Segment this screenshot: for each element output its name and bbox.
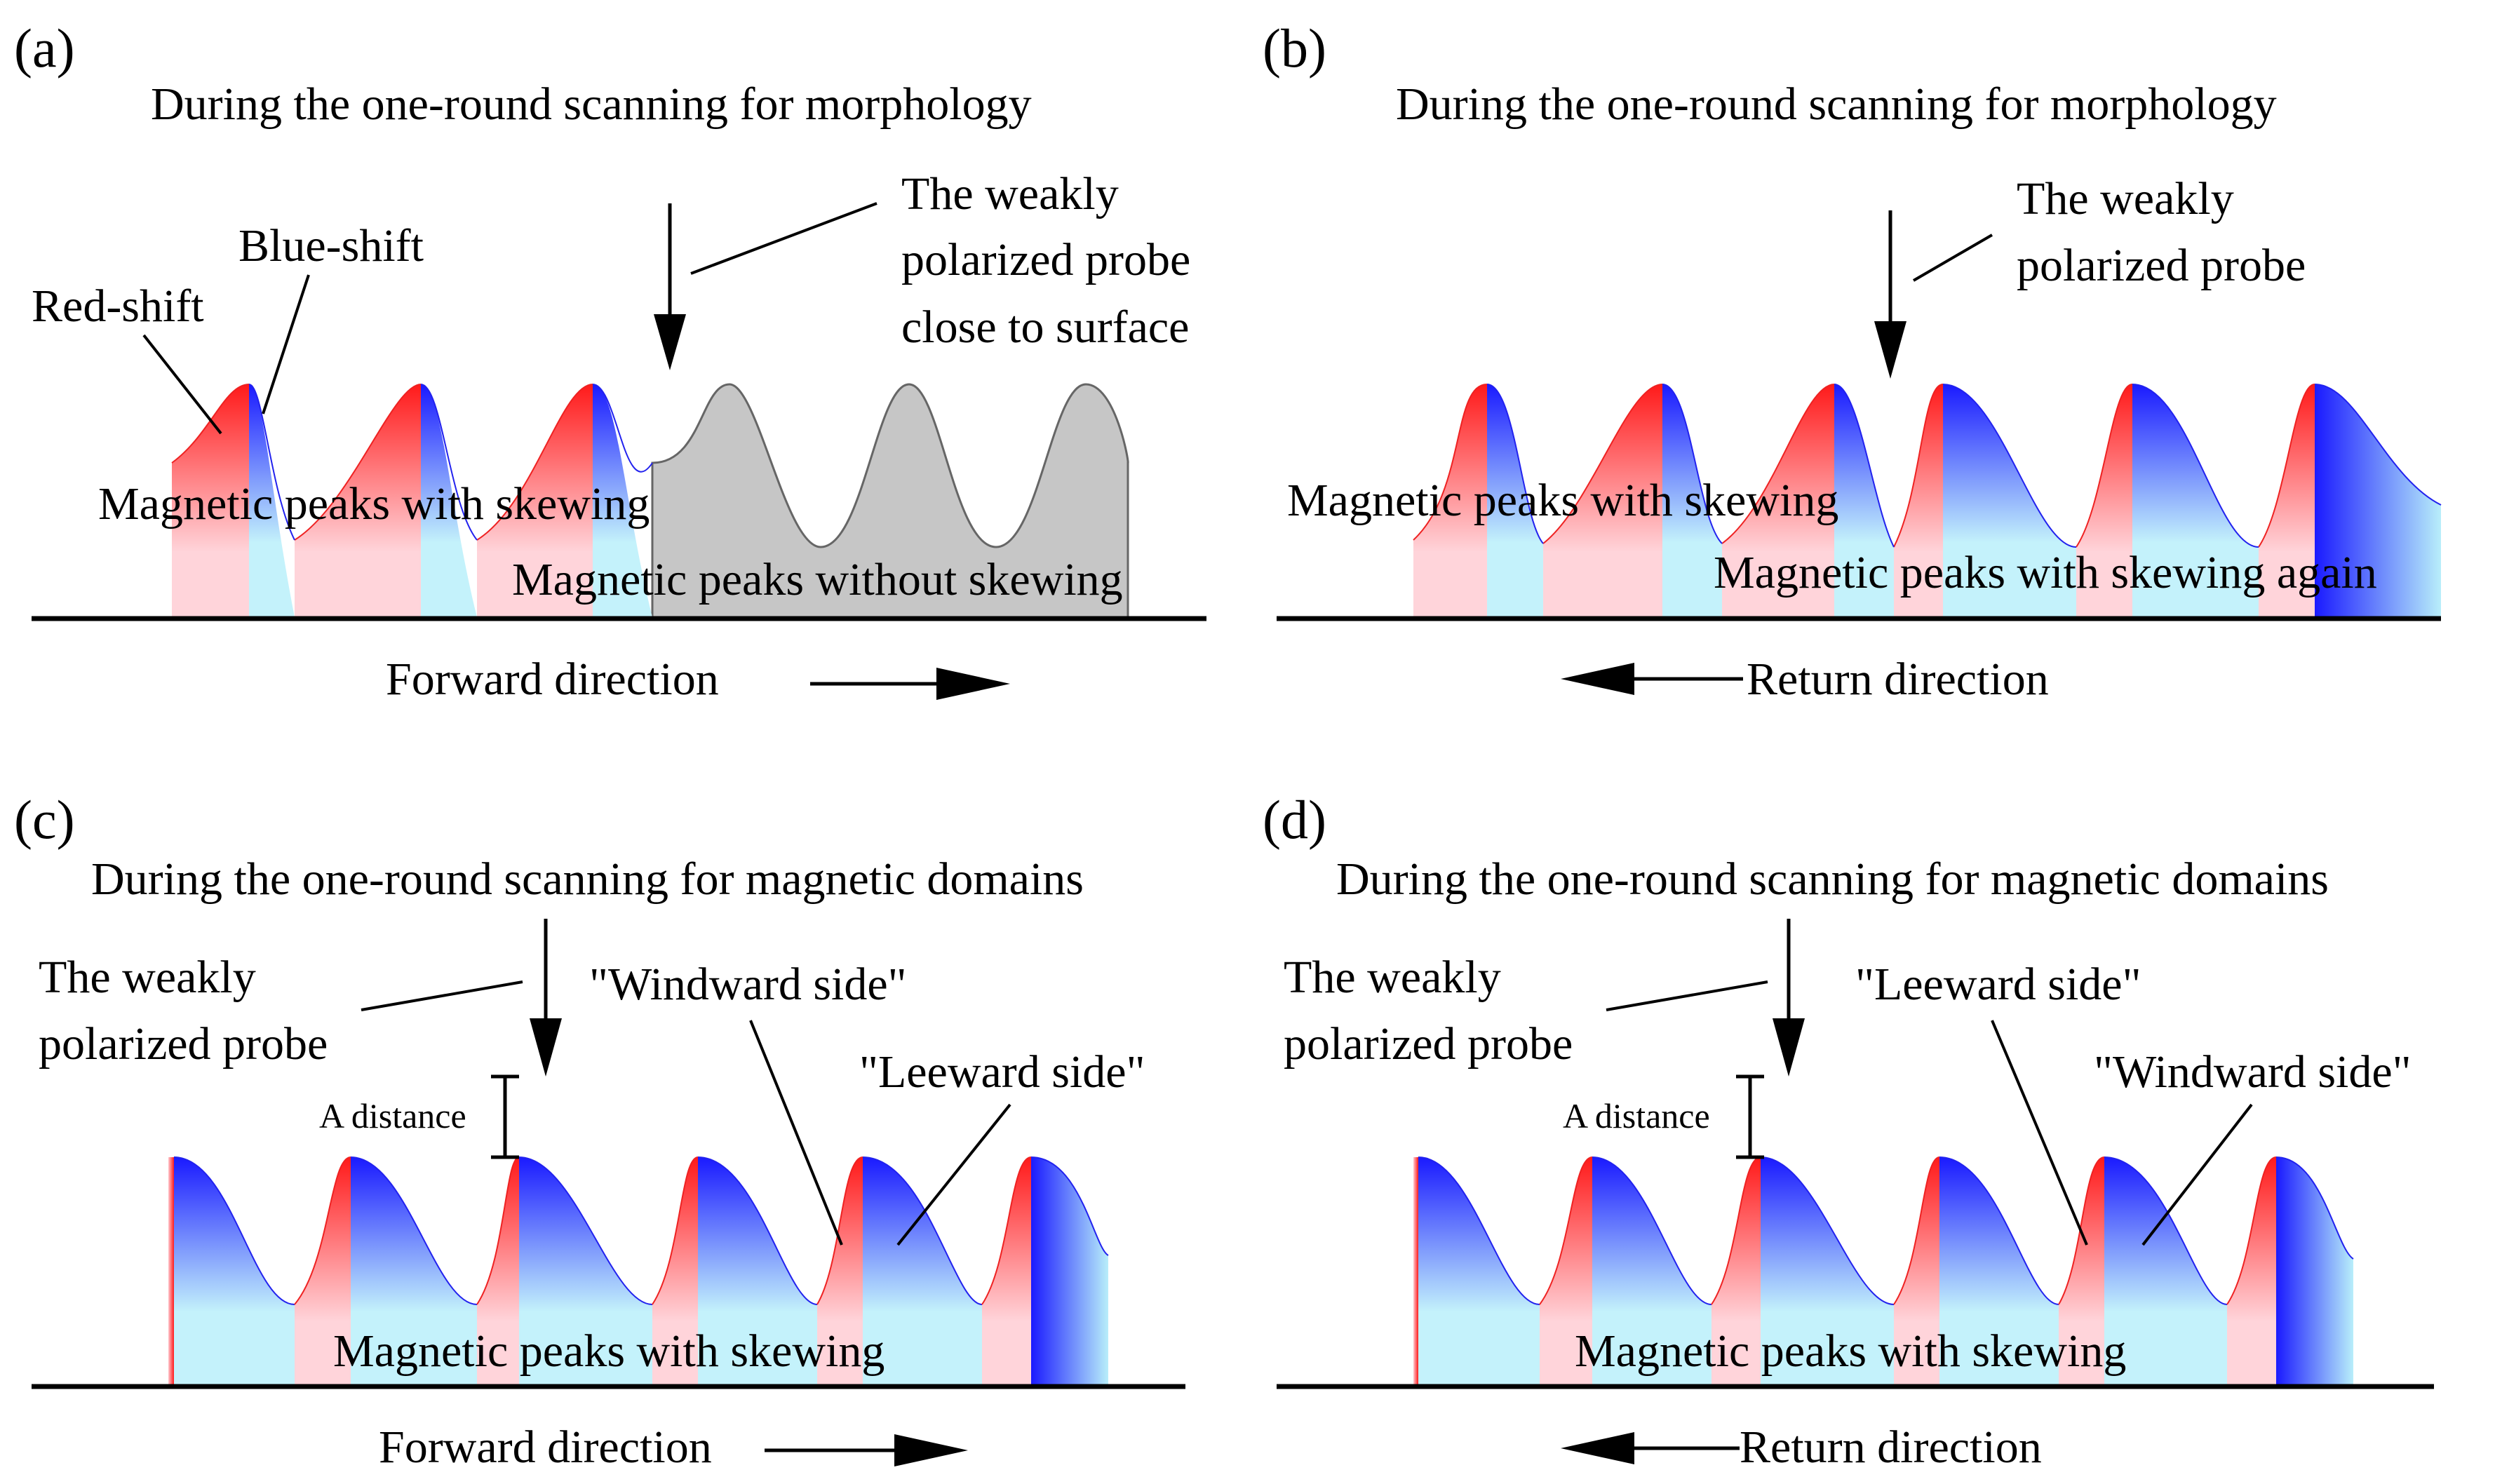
- probe-label-c-1: The weakly: [39, 952, 256, 1003]
- panel-d-title: During the one-round scanning for magnet…: [1336, 854, 2329, 905]
- probe-arrow-a: [654, 203, 686, 370]
- panel-a-letter: (a): [14, 18, 75, 79]
- forward-arrow-c: [765, 1434, 968, 1466]
- panel-b: (b) During the one-round scanning for mo…: [1263, 18, 2442, 705]
- panel-d: (d) During the one-round scanning for ma…: [1263, 789, 2434, 1473]
- skewed-peaks-c: [168, 1156, 1109, 1385]
- panel-d-letter: (d): [1263, 789, 1326, 850]
- panel-b-title: During the one-round scanning for morpho…: [1396, 79, 2277, 130]
- skewing-label-b: Magnetic peaks with skewing: [1287, 475, 1838, 526]
- red-shift-pointer: [142, 334, 222, 435]
- probe-label-c-2: polarized probe: [39, 1018, 328, 1070]
- red-shift-label: Red-shift: [32, 281, 204, 332]
- probe-label-b-2: polarized probe: [2017, 240, 2306, 291]
- panel-c-letter: (c): [14, 789, 75, 850]
- probe-label-a-2: polarized probe: [901, 234, 1190, 285]
- direction-label-d: Return direction: [1740, 1422, 2042, 1473]
- side-pointer-d-1: [1991, 1020, 2088, 1246]
- probe-pointer-b: [1912, 234, 1993, 282]
- side-label-d-1: "Leeward side": [1855, 959, 2141, 1010]
- side-pointer-c-2: [896, 1103, 1011, 1246]
- skewing-again-label-b: Magnetic peaks with skewing again: [1714, 547, 2377, 598]
- gray-peaks: [651, 383, 1129, 619]
- no-skewing-label-a: Magnetic peaks without skewing: [512, 554, 1123, 605]
- panel-c-title: During the one-round scanning for magnet…: [91, 854, 1084, 905]
- direction-label-b: Return direction: [1747, 654, 2049, 705]
- forward-arrow-a: [810, 668, 1010, 700]
- probe-label-d-2: polarized probe: [1284, 1018, 1573, 1070]
- direction-label-c: Forward direction: [379, 1422, 712, 1473]
- probe-pointer-c: [361, 980, 523, 1011]
- probe-label-d-1: The weakly: [1284, 952, 1501, 1003]
- skewing-label-a: Magnetic peaks with skewing: [98, 478, 650, 529]
- return-arrow-b: [1561, 663, 1743, 695]
- distance-bracket-c: [491, 1074, 519, 1159]
- skewed-peaks-b: [1413, 384, 2442, 617]
- probe-label-b-1: The weakly: [2017, 173, 2234, 224]
- probe-label-a-3: close to surface: [901, 302, 1189, 353]
- probe-pointer-a: [690, 202, 877, 275]
- probe-label-a-1: The weakly: [901, 168, 1119, 220]
- distance-bracket-d: [1736, 1074, 1764, 1159]
- skewed-peaks-a: [171, 384, 653, 617]
- side-label-c-1: "Windward side": [589, 959, 907, 1010]
- skewed-peaks-d: [1413, 1156, 2354, 1385]
- probe-arrow-c: [530, 919, 562, 1077]
- panel-a-title: During the one-round scanning for morpho…: [151, 79, 1032, 130]
- side-pointer-d-2: [2141, 1103, 2253, 1246]
- probe-pointer-d: [1606, 980, 1768, 1011]
- blue-shift-pointer: [262, 274, 310, 414]
- return-arrow-d: [1561, 1432, 1740, 1464]
- side-label-d-2: "Windward side": [2094, 1046, 2412, 1098]
- distance-label-c: A distance: [319, 1096, 466, 1135]
- blue-shift-label: Blue-shift: [238, 220, 424, 271]
- panel-c: (c) During the one-round scanning for ma…: [14, 789, 1185, 1473]
- panel-b-letter: (b): [1263, 18, 1326, 79]
- panel-a: (a) During the one-round scanning for mo…: [14, 18, 1206, 705]
- side-label-c-2: "Leeward side": [859, 1046, 1145, 1098]
- probe-arrow-d: [1773, 919, 1805, 1077]
- side-pointer-c-1: [749, 1020, 843, 1246]
- direction-label-a: Forward direction: [386, 654, 719, 705]
- distance-label-d: A distance: [1563, 1096, 1710, 1135]
- skewing-label-d: Magnetic peaks with skewing: [1575, 1326, 2126, 1377]
- skewing-label-c: Magnetic peaks with skewing: [333, 1326, 885, 1377]
- probe-arrow-b: [1874, 210, 1906, 379]
